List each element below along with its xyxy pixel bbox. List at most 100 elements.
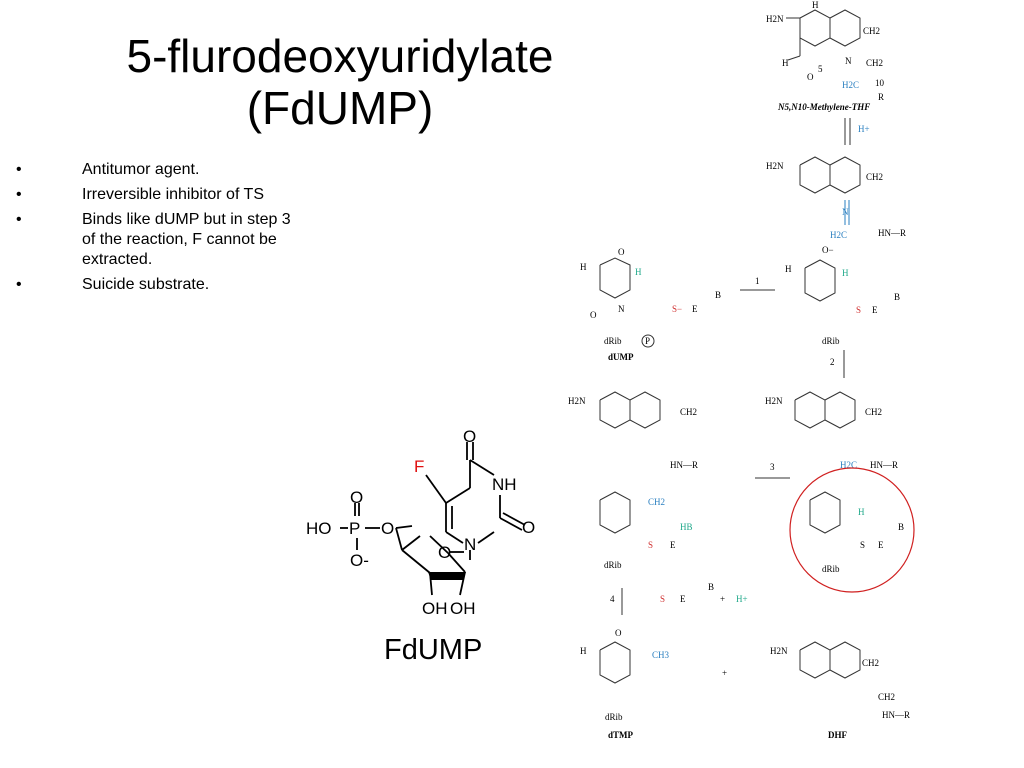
atom-o-minus: O- xyxy=(350,551,369,570)
left-ch2-blue: CH2 xyxy=(648,497,665,507)
dtmp-drib: dRib xyxy=(605,712,623,722)
int1-h: H xyxy=(785,264,792,274)
mechanism-figure: H2N H CH2 CH2 N 10 H2C 5 H O R N5,N10-Me… xyxy=(568,0,915,740)
bullet-text: Antitumor agent. xyxy=(82,161,200,178)
thf-ch2: CH2 xyxy=(863,26,880,36)
right-hn-r: HN—R xyxy=(870,460,898,470)
dump-s-minus: S− xyxy=(672,304,682,314)
thf-n: N xyxy=(845,56,852,66)
slide-title: 5-flurodeoxyuridylate (FdUMP) xyxy=(60,30,620,134)
bullet-item: • Antitumor agent. xyxy=(0,160,330,180)
free-s: S xyxy=(660,594,665,604)
methylene-thf xyxy=(786,9,861,61)
dump-n: N xyxy=(618,304,625,314)
bullet-dot: • xyxy=(16,211,22,228)
right-s: S xyxy=(860,540,865,550)
left-s: S xyxy=(648,540,653,550)
atom-nh: NH xyxy=(492,475,517,494)
dump-b: B xyxy=(715,290,721,300)
dhf-h2n: H2N xyxy=(770,646,788,656)
free-h-plus: H+ xyxy=(736,594,748,604)
thf-n5: 5 xyxy=(818,64,823,74)
atom-o: O xyxy=(522,518,535,537)
int1-b: B xyxy=(894,292,900,302)
atom-o: O xyxy=(381,519,394,538)
dump-caption: dUMP xyxy=(608,352,634,362)
right-drib: dRib xyxy=(822,564,840,574)
iminium-hn-r: HN—R xyxy=(878,228,906,238)
iminium-ch2: CH2 xyxy=(866,172,883,182)
dump-h-teal: H xyxy=(635,267,642,277)
right-h2c: H2C xyxy=(840,460,857,470)
dtmp-o: O xyxy=(615,628,622,638)
dump-o: O xyxy=(618,247,625,257)
free-e: E xyxy=(680,594,686,604)
title-line-2: (FdUMP) xyxy=(246,82,434,134)
thf-ch2: CH2 xyxy=(866,58,883,68)
highlight-circle xyxy=(789,467,915,593)
left-ch2: CH2 xyxy=(680,407,697,417)
bullet-item: •Suicide substrate. xyxy=(0,275,330,295)
bullet-dot: • xyxy=(16,186,22,203)
bullet-dot: • xyxy=(16,161,22,178)
bullet-item: • Binds like dUMP but in step 3 of the re… xyxy=(0,210,302,270)
thf-h2n: H2N xyxy=(766,14,784,24)
atom-oh: OH xyxy=(450,599,476,618)
atom-o: O xyxy=(438,543,451,562)
dump-p: P xyxy=(645,336,650,346)
step-4: 4 xyxy=(610,594,615,604)
h-plus: H+ xyxy=(858,124,870,134)
int1-h-teal: H xyxy=(842,268,849,278)
int1-drib: dRib xyxy=(822,336,840,346)
int1-s: S xyxy=(856,305,861,315)
plus-sign: + xyxy=(720,594,725,604)
thf-n10: 10 xyxy=(875,78,885,88)
dump-h: H xyxy=(580,262,587,272)
atom-fluorine: F xyxy=(414,457,424,476)
int1-o-minus: O− xyxy=(822,245,834,255)
dtmp-ch3: CH3 xyxy=(652,650,670,660)
iminium-h2c: H2C xyxy=(830,230,847,240)
thf-h: H xyxy=(812,0,819,10)
dhf-ch2: CH2 xyxy=(878,692,895,702)
bullet-list: • Antitumor agent. • Irreversible inhibito… xyxy=(0,160,330,300)
iminium-n: N xyxy=(842,207,849,217)
iminium-h2n: H2N xyxy=(766,161,784,171)
dump-drib: dRib xyxy=(604,336,622,346)
step-1: 1 xyxy=(755,276,760,286)
left-drib: dRib xyxy=(604,560,622,570)
int1-e: E xyxy=(872,305,878,315)
atom-p: P xyxy=(349,519,360,538)
right-h2n: H2N xyxy=(765,396,783,406)
left-e: E xyxy=(670,540,676,550)
bullet-dot: • xyxy=(16,276,22,293)
atom-oh: OH xyxy=(422,599,448,618)
atom-o: O xyxy=(350,488,363,507)
dtmp-h: H xyxy=(580,646,587,656)
thf-o: O xyxy=(807,72,814,82)
bullet-item: • Irreversible inhibitor of TS xyxy=(0,185,330,205)
atom-ho: HO xyxy=(306,519,332,538)
dhf-ch2: CH2 xyxy=(862,658,879,668)
dump-e: E xyxy=(692,304,698,314)
bullet-text: Binds like dUMP but in step 3 of the rea… xyxy=(82,211,291,268)
dump-o: O xyxy=(590,310,597,320)
title-line-1: 5-flurodeoxyuridylate xyxy=(126,30,554,82)
right-ch2: CH2 xyxy=(865,407,882,417)
atom-n: N xyxy=(464,535,476,554)
right-h-teal: H xyxy=(858,507,865,517)
free-b: B xyxy=(708,582,714,592)
thf-h: H xyxy=(782,58,789,68)
dtmp-caption: dTMP xyxy=(608,730,634,740)
step-2: 2 xyxy=(830,357,835,367)
bullet-text: Irreversible inhibitor of TS xyxy=(82,186,264,203)
right-b: B xyxy=(898,522,904,532)
fdump-structure: O NH O N F O O O P HO O- OH OH xyxy=(306,427,535,618)
fdump-caption: FdUMP xyxy=(384,634,483,666)
right-e: E xyxy=(878,540,884,550)
dhf-caption: DHF xyxy=(828,730,848,740)
left-hn-r: HN—R xyxy=(670,460,698,470)
atom-o: O xyxy=(463,427,476,446)
thf-r: R xyxy=(878,92,884,102)
dhf-hn-r: HN—R xyxy=(882,710,910,720)
